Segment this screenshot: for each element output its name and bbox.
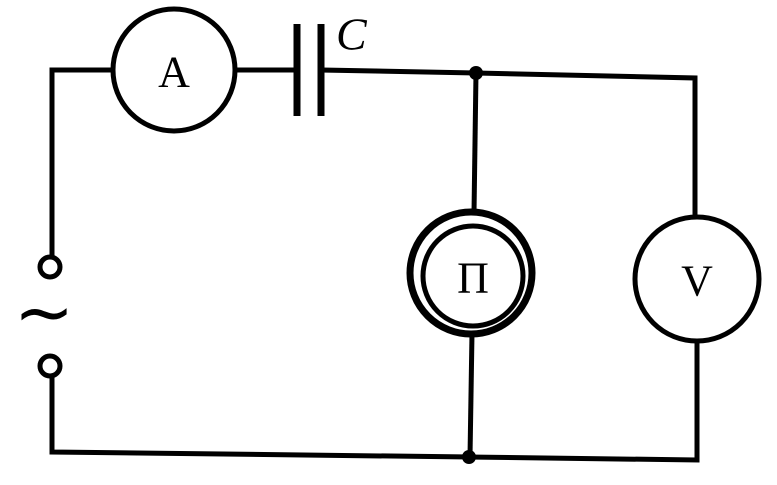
- ammeter-label: A: [158, 48, 190, 97]
- wires: [49, 67, 700, 463]
- wire-right-lower: [467, 340, 700, 463]
- junction-node-top: [469, 66, 483, 80]
- ac-source: ~: [14, 254, 74, 379]
- lamp-inner-ring: [420, 223, 526, 329]
- ammeter: A: [110, 6, 238, 134]
- wire-left-upper: [49, 67, 115, 261]
- capacitor: C: [293, 9, 368, 116]
- junction-node-bottom: [462, 450, 476, 464]
- wire-lamp-bottom: [467, 330, 475, 460]
- wire-top-right: [319, 67, 698, 218]
- voltmeter-ring: [632, 214, 762, 344]
- lamp: П: [406, 208, 536, 338]
- lamp-label: П: [457, 254, 489, 303]
- capacitor-label: C: [336, 9, 368, 60]
- wire-lamp-top: [471, 70, 479, 216]
- voltmeter: V: [632, 214, 762, 344]
- ac-source-label: ~: [14, 270, 74, 354]
- terminal-lower: [37, 353, 63, 379]
- ammeter-ring: [110, 6, 238, 134]
- wire-bottom-left: [49, 375, 473, 460]
- voltmeter-label: V: [681, 257, 713, 306]
- terminal-upper: [37, 254, 63, 280]
